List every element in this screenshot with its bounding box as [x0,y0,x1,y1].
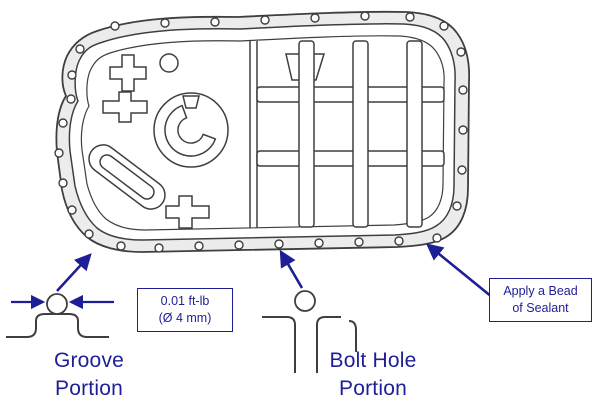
pan-interior-features [88,53,326,229]
cross-boss-left [102,91,148,123]
sealant-pointer-arrow [426,243,493,299]
bolt-hole-pointer-arrow [279,249,304,289]
bolt-hole-profile-left [262,316,296,373]
vertical-rib-3 [406,40,423,228]
groove-pointer-arrow [56,253,92,292]
pan-body-contour [80,35,445,231]
torque-spec-line2: (Ø 4 mm) [158,310,212,325]
bolt-hole-cross-section [262,290,357,373]
groove-flange-profile [6,313,109,338]
vertical-rib-2 [352,40,369,228]
pickup-arc-band [164,104,217,157]
groove-cross-section [6,293,114,338]
pan-rib-lattice [249,40,445,228]
bolt-hole-profile-right [316,316,341,373]
pointer-arrows [56,243,493,299]
bolt-hole-portion-label: Bolt Hole Portion [298,347,448,402]
bolt-hole-profile-outer-wall [348,320,357,352]
sealant-callout-line1: Apply a Bead [503,284,578,298]
sealant-callout-line2: of Sealant [512,300,569,315]
slanted-rib [88,144,166,210]
groove-portion-label-line1: Groove [53,349,125,372]
groove-portion-label-line2: Portion [55,376,123,400]
groove-portion-label: Groove Portion [18,347,160,402]
bolt-hole-portion-label-line2: Portion [339,376,407,400]
cross-boss-lower [165,195,210,229]
sealant-bead-circle [46,293,68,315]
vertical-rib-1 [298,40,315,228]
cross-boss-upper [109,54,147,92]
bolt-hole-portion-label-line1: Bolt Hole [329,349,417,372]
flange-bolt-holes [54,11,468,253]
torque-spec-line1: 0.01 ft-lb [160,294,210,308]
sealant-callout: Apply a Bead of Sealant [489,278,592,322]
pickup-mount [182,95,200,109]
small-port-circle [159,53,179,73]
bolt-hole-bead-circle [294,290,316,312]
torque-spec-callout: 0.01 ft-lb (Ø 4 mm) [137,288,233,332]
